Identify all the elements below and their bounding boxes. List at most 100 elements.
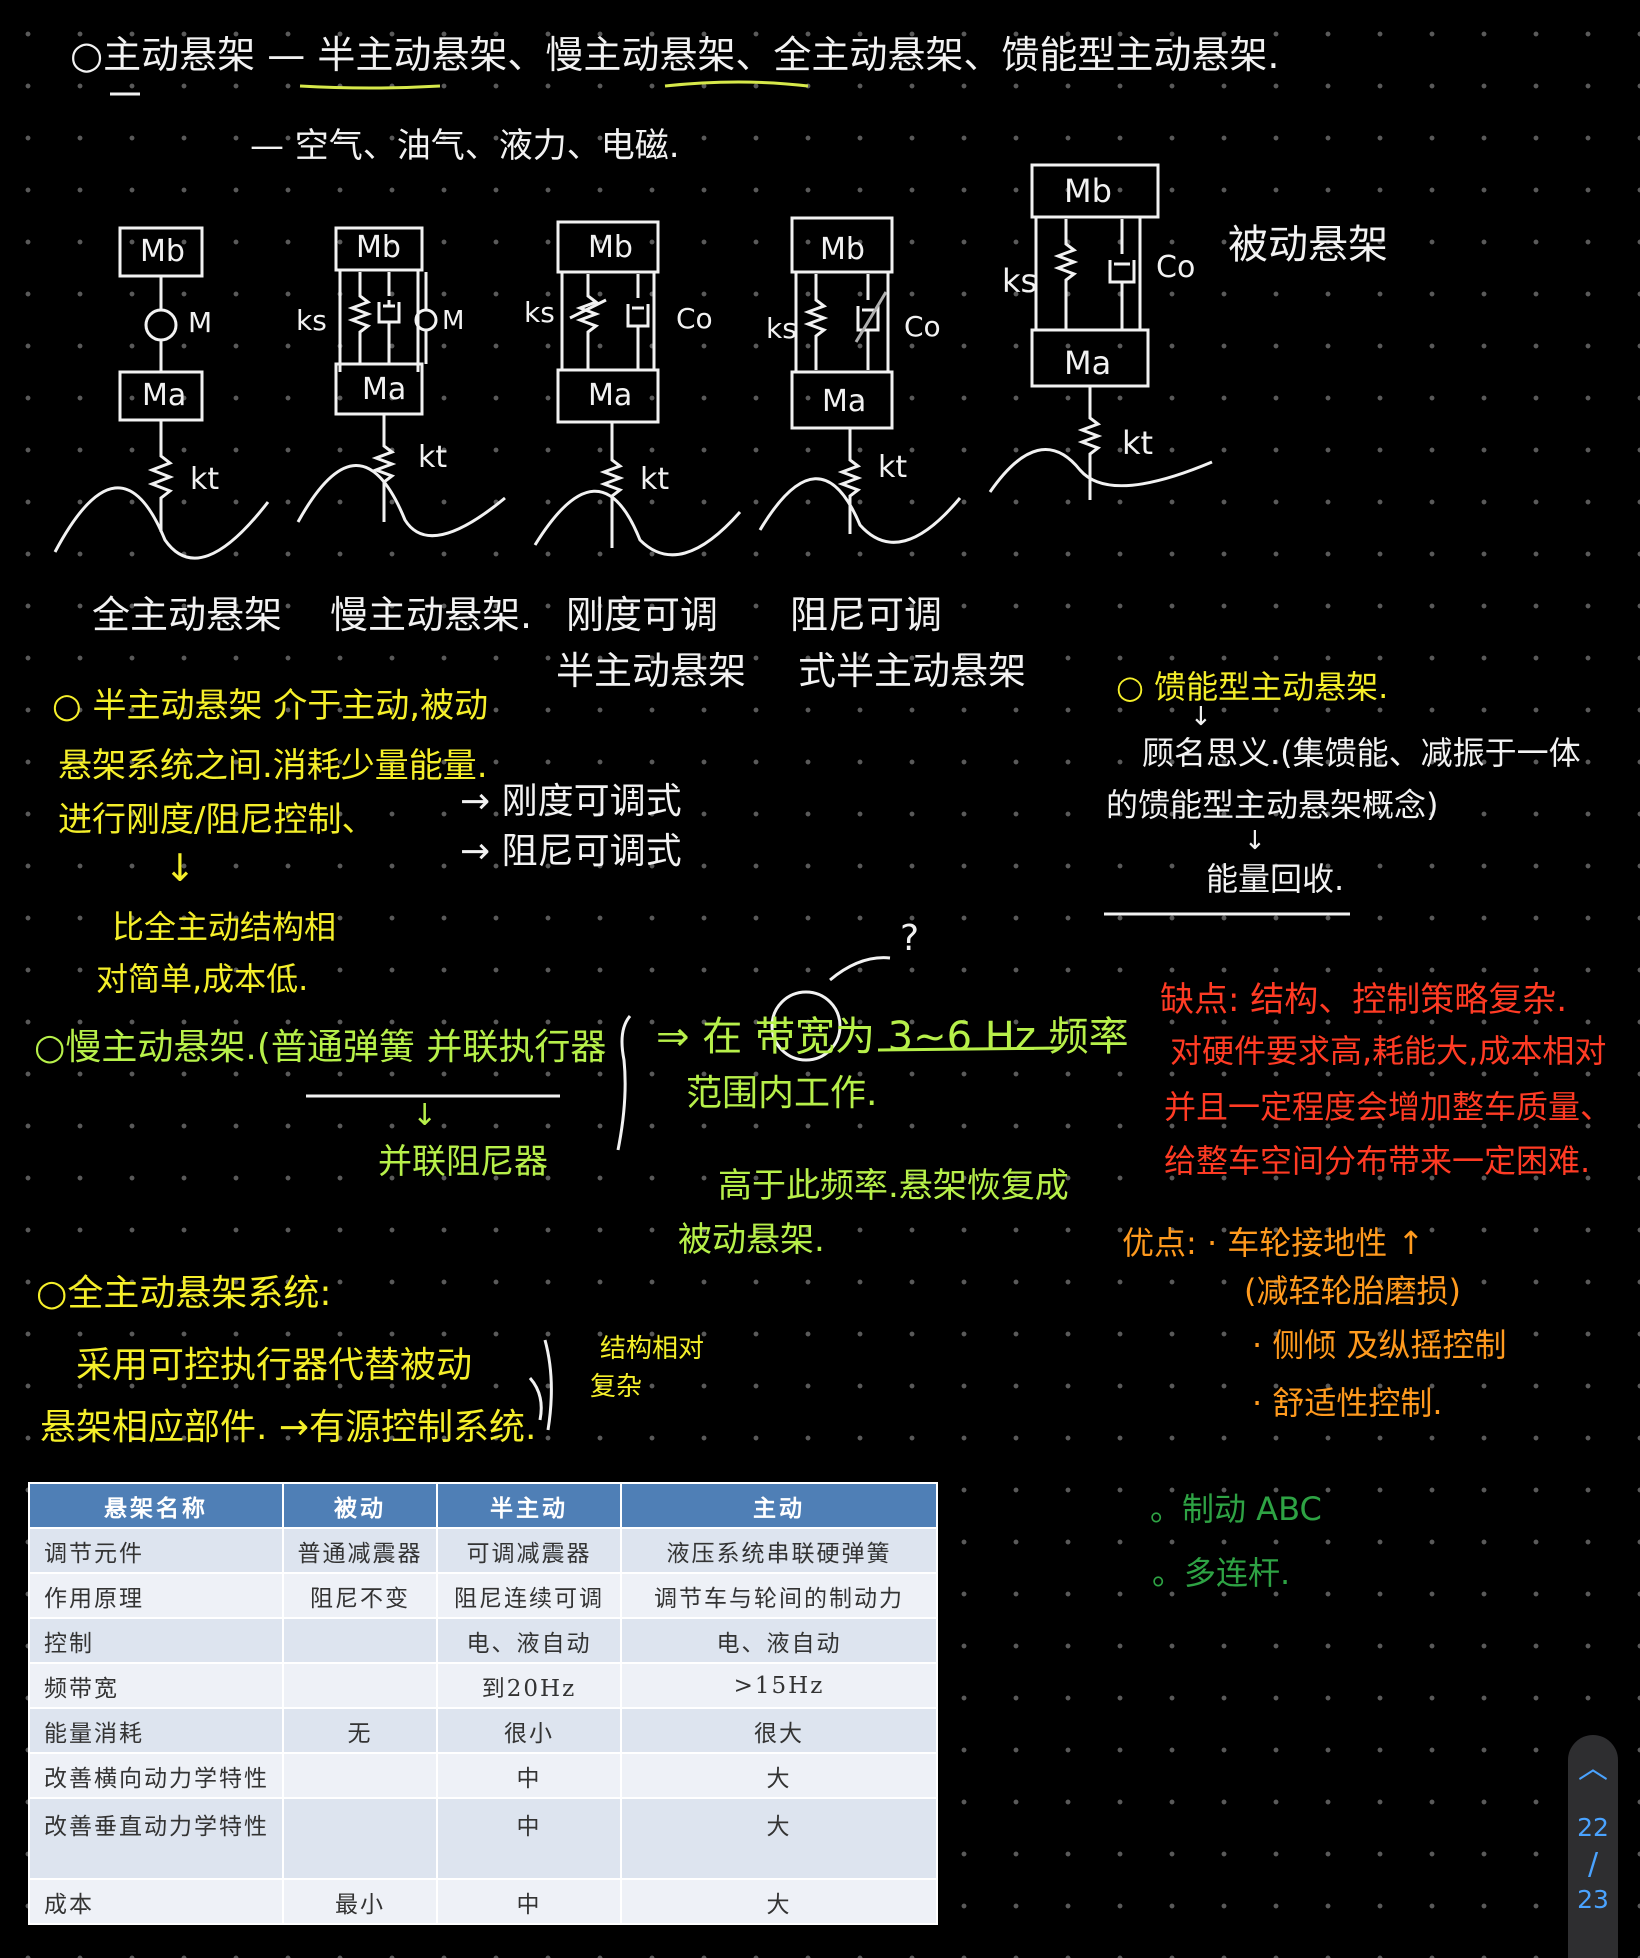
caption-damping-a: 阻尼可调 <box>790 593 943 637</box>
table-cell: 阻尼不变 <box>282 1572 438 1619</box>
table-cell: 控制 <box>28 1617 284 1664</box>
table-cell: 到20Hz <box>436 1662 622 1709</box>
diagram4-co: Co <box>904 310 941 343</box>
semi-arrow-2: → 阻尼可调式 <box>460 831 682 872</box>
diagram2-m: M <box>442 306 465 336</box>
table-header-cell: 悬架名称 <box>28 1482 284 1529</box>
slow-line-1: ○慢主动悬架.(普通弹簧 并联执行器 <box>34 1027 607 1068</box>
diagram3-co: Co <box>676 302 713 335</box>
table-row: 作用原理 阻尼不变 阻尼连续可调 调节车与轮间的制动力 <box>28 1572 938 1619</box>
cons-line-3: 并且一定程度会增加整车质量、 <box>1164 1088 1613 1126</box>
cons-line-1: 缺点: 结构、控制策略复杂. <box>1160 980 1568 1020</box>
table-cell: 大 <box>620 1878 938 1925</box>
table-cell: 能量消耗 <box>28 1707 284 1754</box>
table-cell: 中 <box>436 1752 622 1799</box>
green-note-2: 。多连杆. <box>1152 1554 1291 1592</box>
table-cell: 无 <box>282 1707 438 1754</box>
diagram2-mb: Mb <box>356 230 401 265</box>
diagram5-ma: Ma <box>1064 344 1112 382</box>
caption-stiffness-b: 半主动悬架 <box>556 649 747 693</box>
table-cell <box>282 1797 438 1880</box>
semi-line-1: ○ 半主动悬架 介于主动,被动 <box>52 686 489 726</box>
full-line-2: 采用可控执行器代替被动 <box>76 1345 473 1386</box>
question-mark: ? <box>900 918 920 959</box>
table-cell: 大 <box>620 1752 938 1799</box>
table-cell: 调节车与轮间的制动力 <box>620 1572 938 1619</box>
table-header-cell: 主动 <box>620 1482 938 1529</box>
regen-line-4: 能量回收. <box>1206 860 1345 898</box>
table-row: 调节元件 普通减震器 可调减震器 液压系统串联硬弹簧 <box>28 1527 938 1574</box>
chevron-up-icon[interactable]: ︿ <box>1578 1751 1608 1786</box>
table-cell: 大 <box>620 1797 938 1880</box>
slow-right-1: ⇒ 在 带宽为 3~6 Hz 频率 <box>656 1014 1129 1060</box>
diagram5-co: Co <box>1156 250 1196 285</box>
slow-right-4: 被动悬架. <box>678 1220 825 1260</box>
diagram4-mb: Mb <box>820 232 865 267</box>
pros-line-4: · 舒适性控制. <box>1252 1384 1443 1422</box>
slow-right-3: 高于此频率.悬架恢复成 <box>718 1166 1069 1206</box>
diagram4-ks: ks <box>766 312 797 345</box>
table-row: 成本 最小 中 大 <box>28 1878 938 1925</box>
table-row: 控制 电、液自动 电、液自动 <box>28 1617 938 1664</box>
pros-line-1: 优点: · 车轮接地性 ↑ <box>1122 1224 1425 1262</box>
comparison-table: 悬架名称 被动 半主动 主动 调节元件 普通减震器 可调减震器 液压系统串联硬弹… <box>28 1482 938 1925</box>
top-line-2: — 空气、油气、液力、电磁. <box>250 126 680 166</box>
table-header-cell: 被动 <box>282 1482 438 1529</box>
regen-line-1: ○ 馈能型主动悬架. <box>1116 668 1389 706</box>
table-cell: 改善横向动力学特性 <box>28 1752 284 1799</box>
diagram3-mb: Mb <box>588 230 633 265</box>
caption-full-active: 全主动悬架 <box>92 593 283 637</box>
caption-damping-b: 式半主动悬架 <box>798 649 1027 693</box>
table-cell: 频带宽 <box>28 1662 284 1709</box>
table-cell: >15Hz <box>620 1662 938 1709</box>
suspension-diagrams <box>53 80 1213 560</box>
diagram3-kt: kt <box>640 462 670 497</box>
slow-line-2: 并联阻尼器 <box>378 1142 548 1182</box>
slow-right-2: 范围内工作. <box>686 1073 878 1114</box>
table-cell: 作用原理 <box>28 1572 284 1619</box>
semi-line-2: 悬架系统之间.消耗少量能量. <box>58 746 488 786</box>
regen-line-2: 顾名思义.(集馈能、减振于一体 <box>1142 734 1581 772</box>
table-cell: 电、液自动 <box>436 1617 622 1664</box>
full-side-1: 结构相对 <box>600 1334 705 1364</box>
diagram3-ma: Ma <box>588 378 633 413</box>
pros-line-3: · 侧倾 及纵摇控制 <box>1252 1326 1507 1364</box>
page-separator: / <box>1587 1847 1599 1882</box>
table-cell: 调节元件 <box>28 1527 284 1574</box>
table-cell: 阻尼连续可调 <box>436 1572 622 1619</box>
cons-line-4: 给整车空间分布带来一定困难. <box>1164 1142 1591 1180</box>
table-cell: 成本 <box>28 1878 284 1925</box>
diagram1-mb: Mb <box>140 234 185 269</box>
green-note-1: 。制动 ABC <box>1150 1490 1322 1528</box>
table-row: 改善横向动力学特性 中 大 <box>28 1752 938 1799</box>
regen-down-arrow-2: ↓ <box>1244 826 1266 856</box>
table-row: 能量消耗 无 很小 很大 <box>28 1707 938 1754</box>
diagram4-ma: Ma <box>822 384 867 419</box>
table-cell <box>282 1617 438 1664</box>
page-indicator[interactable]: ︿ 22 / 23 <box>1568 1735 1618 1958</box>
semi-note-1: 比全主动结构相 <box>112 908 337 946</box>
semi-line-3: 进行刚度/阻尼控制、 <box>58 800 376 840</box>
slow-down-arrow: ↓ <box>412 1098 438 1133</box>
table-cell: 中 <box>436 1797 622 1880</box>
table-cell: 很小 <box>436 1707 622 1754</box>
semi-arrow-1: → 刚度可调式 <box>460 781 682 822</box>
diagram1-m: M <box>188 306 213 339</box>
table-header-row: 悬架名称 被动 半主动 主动 <box>28 1482 938 1529</box>
regen-down-arrow: ↓ <box>1190 702 1212 732</box>
diagram1-ma: Ma <box>142 378 187 413</box>
table-cell: 液压系统串联硬弹簧 <box>620 1527 938 1574</box>
pros-line-2: (减轻轮胎磨损) <box>1244 1272 1461 1310</box>
diagram2-ma: Ma <box>362 372 407 407</box>
diagram5-kt: kt <box>1122 424 1154 462</box>
regen-line-3: 的馈能型主动悬架概念) <box>1106 786 1439 824</box>
table-cell: 很大 <box>620 1707 938 1754</box>
table-cell: 中 <box>436 1878 622 1925</box>
diagram2-ks: ks <box>296 304 327 337</box>
semi-note-2: 对简单,成本低. <box>96 960 309 998</box>
table-header-cell: 半主动 <box>436 1482 622 1529</box>
table-cell: 普通减震器 <box>282 1527 438 1574</box>
total-pages: 23 <box>1577 1885 1609 1914</box>
table-cell: 最小 <box>282 1878 438 1925</box>
diagram5-mb: Mb <box>1064 172 1112 210</box>
